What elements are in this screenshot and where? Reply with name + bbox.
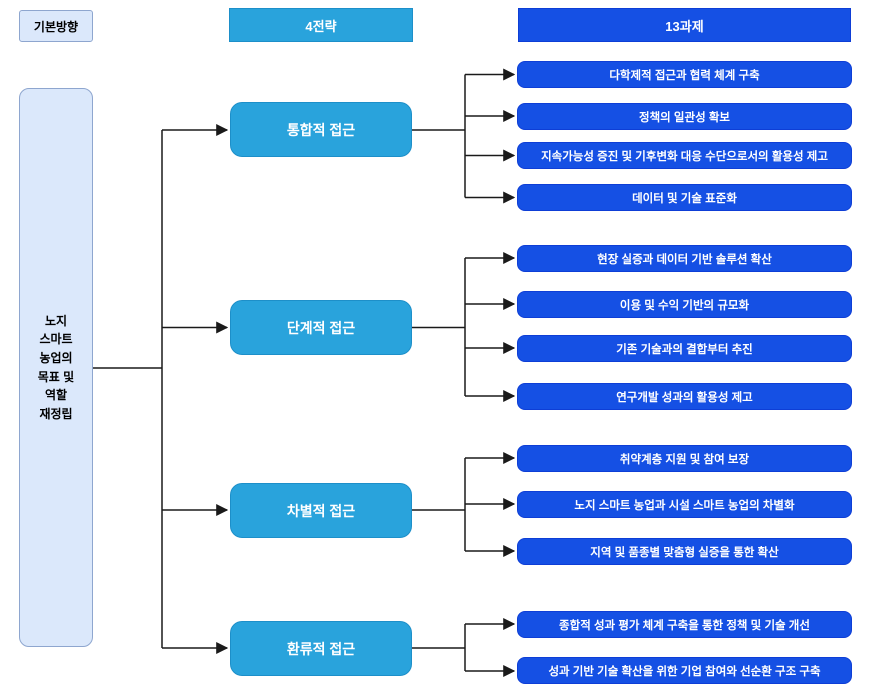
root-goal-box: 노지 스마트 농업의 목표 및 역할 재정립 (19, 88, 93, 647)
strategy-box-integrated: 통합적 접근 (230, 102, 412, 157)
task-box: 성과 기반 기술 확산을 위한 기업 참여와 선순환 구조 구축 (517, 657, 852, 684)
task-box: 노지 스마트 농업과 시설 스마트 농업의 차별화 (517, 491, 852, 518)
task-box: 종합적 성과 평가 체계 구축을 통한 정책 및 기술 개선 (517, 611, 852, 638)
task-box: 기존 기술과의 결합부터 추진 (517, 335, 852, 362)
strategy-box-feedback: 환류적 접근 (230, 621, 412, 676)
task-box: 정책의 일관성 확보 (517, 103, 852, 130)
task-box: 현장 실증과 데이터 기반 솔루션 확산 (517, 245, 852, 272)
strategy-to-task-lines (412, 68, 516, 677)
root-to-strategy-lines (93, 124, 229, 654)
strategy-box-phased: 단계적 접근 (230, 300, 412, 355)
task-box: 다학제적 접근과 협력 체계 구축 (517, 61, 852, 88)
header-13-tasks: 13과제 (518, 8, 851, 42)
header-4-strategies: 4전략 (229, 8, 413, 42)
task-box: 지속가능성 증진 및 기후변화 대응 수단으로서의 활용성 제고 (517, 142, 852, 169)
task-box: 데이터 및 기술 표준화 (517, 184, 852, 211)
task-box: 지역 및 품종별 맞춤형 실증을 통한 확산 (517, 538, 852, 565)
header-basic-direction: 기본방향 (19, 10, 93, 42)
strategy-box-differentiated: 차별적 접근 (230, 483, 412, 538)
task-box: 취약계층 지원 및 참여 보장 (517, 445, 852, 472)
task-box: 연구개발 성과의 활용성 제고 (517, 383, 852, 410)
task-box: 이용 및 수익 기반의 규모화 (517, 291, 852, 318)
